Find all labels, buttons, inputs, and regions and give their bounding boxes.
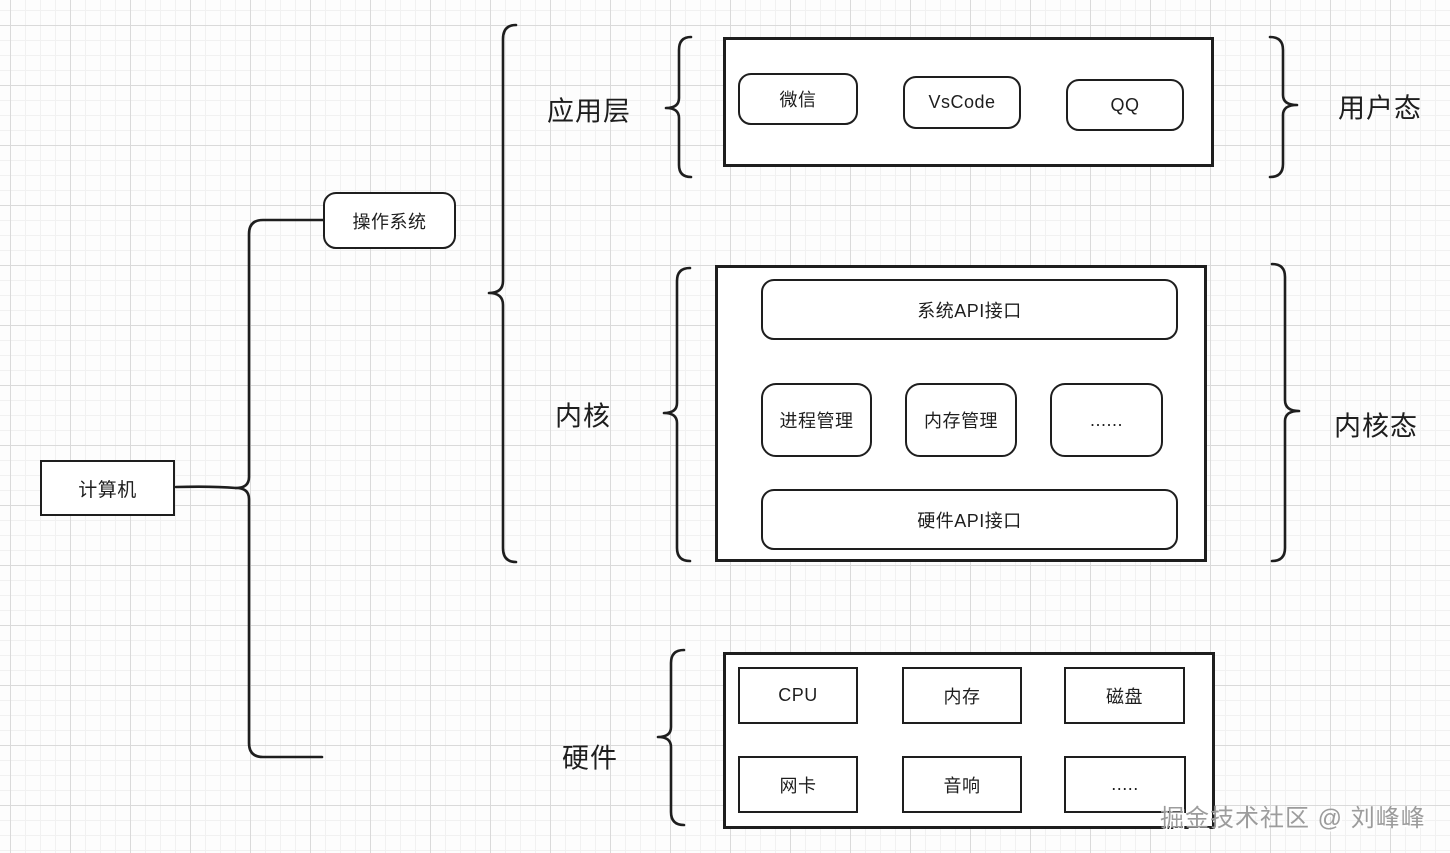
kernel-layer-label: 内核 <box>555 401 611 432</box>
app-box-wechat: 微信 <box>738 73 858 125</box>
hardware-box-cpu: CPU <box>738 667 858 724</box>
computer-node-label: 计算机 <box>78 479 137 501</box>
system-api-label: 系统API接口 <box>917 300 1022 321</box>
hardware-box-audio-label: 音响 <box>943 775 981 796</box>
hardware-box-nic: 网卡 <box>738 756 858 813</box>
kernel-right-brace <box>1270 262 1301 563</box>
app-box-vscode: VsCode <box>903 76 1021 129</box>
hardware-box-disk: 磁盘 <box>1064 667 1185 724</box>
kernel-module-memory: 内存管理 <box>905 383 1017 457</box>
kernel-module-more-label: ...... <box>1089 409 1123 430</box>
os-node-label: 操作系统 <box>352 211 427 232</box>
os-node: 操作系统 <box>323 192 456 249</box>
hardware-box-more-label: ..... <box>1111 774 1139 794</box>
watermark: 掘金技术社区 @ 刘峰峰 <box>1160 805 1426 832</box>
user-mode-brace <box>1268 35 1299 179</box>
kernel-module-process-label: 进程管理 <box>779 411 854 431</box>
app-layer-brace <box>664 35 693 179</box>
hardware-box-disk-label: 磁盘 <box>1106 686 1143 707</box>
hardware-box-nic-label: 网卡 <box>779 775 817 796</box>
app-box-qq-label: QQ <box>1110 94 1140 115</box>
hardware-brace <box>656 648 686 827</box>
computer-connector-line <box>174 485 238 490</box>
hardware-layer-label: 硬件 <box>562 743 618 774</box>
computer-children-brace <box>234 218 325 759</box>
computer-node: 计算机 <box>40 460 175 516</box>
kernel-module-more: ...... <box>1050 383 1163 457</box>
system-api-box: 系统API接口 <box>761 279 1178 340</box>
hardware-box-more: ..... <box>1064 756 1186 813</box>
app-layer-label: 应用层 <box>547 96 631 127</box>
os-children-brace <box>487 23 518 564</box>
kernel-mode-label: 内核态 <box>1334 411 1418 442</box>
hardware-box-audio: 音响 <box>902 756 1022 813</box>
hardware-api-box: 硬件API接口 <box>761 489 1178 550</box>
hardware-api-label: 硬件API接口 <box>917 510 1022 531</box>
hardware-box-memory: 内存 <box>902 667 1022 724</box>
app-box-qq: QQ <box>1066 79 1184 131</box>
app-box-vscode-label: VsCode <box>928 92 996 112</box>
user-mode-label: 用户态 <box>1338 93 1422 124</box>
app-box-wechat-label: 微信 <box>779 90 817 110</box>
kernel-left-brace <box>662 266 692 563</box>
kernel-module-memory-label: 内存管理 <box>924 411 998 431</box>
kernel-module-process: 进程管理 <box>761 383 872 457</box>
hardware-box-memory-label: 内存 <box>943 686 981 707</box>
hardware-box-cpu-label: CPU <box>778 685 818 705</box>
